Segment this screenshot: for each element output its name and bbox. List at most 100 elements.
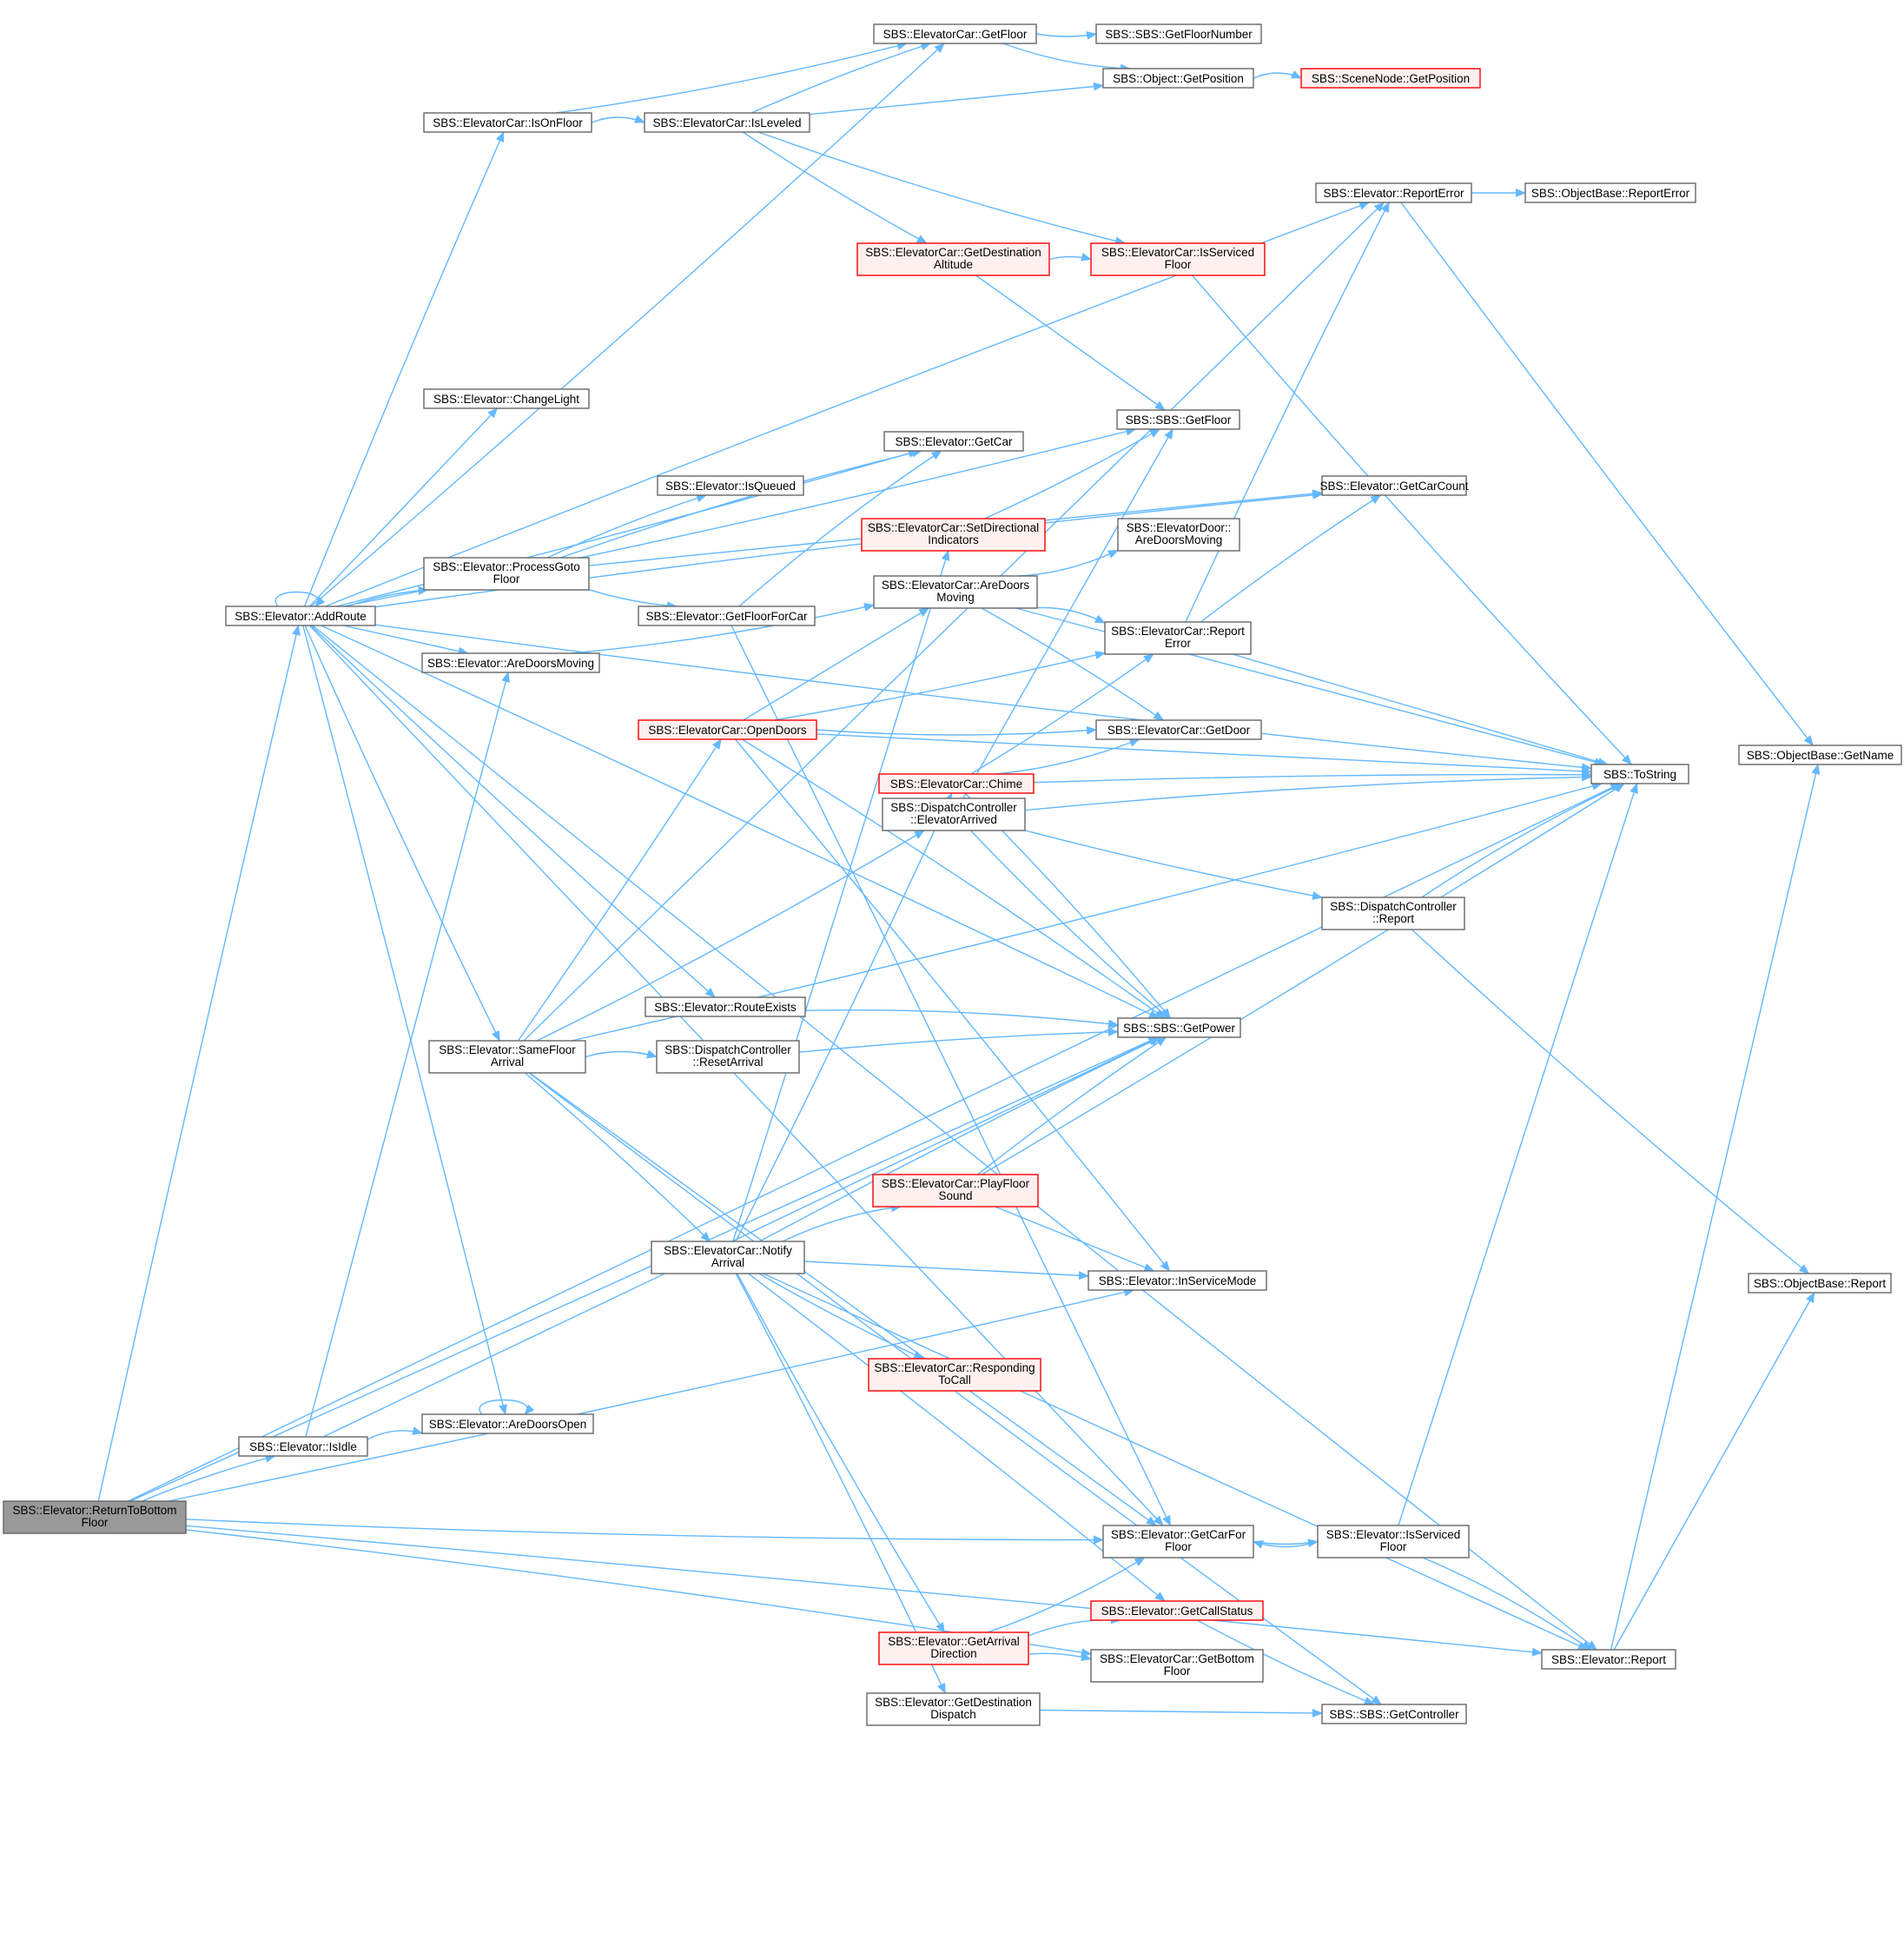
node-label: Arrival: [491, 1056, 524, 1069]
node-dcelevarrived[interactable]: SBS::DispatchController::ElevatorArrived: [882, 797, 1026, 831]
node-elevreporterror[interactable]: SBS::Elevator::ReportError: [1315, 182, 1472, 203]
edge-dcelevarrived-to-dcreport: [1024, 830, 1323, 900]
node-label: SBS::ElevatorCar::SetDirectional: [868, 521, 1039, 534]
node-resetarrival[interactable]: SBS::DispatchController::ResetArrival: [656, 1040, 800, 1074]
edge-opendoors-to-cargetdoor: [816, 725, 1097, 736]
node-label: SBS::Elevator::AreDoorsMoving: [427, 657, 594, 670]
node-cargetdoor[interactable]: SBS::ElevatorCar::GetDoor: [1095, 719, 1262, 740]
edge-samefloor-to-elevreporterror: [523, 202, 1385, 1042]
node-sbsgetfloor[interactable]: SBS::SBS::GetFloor: [1116, 409, 1240, 430]
node-tostring[interactable]: SBS::ToString: [1590, 764, 1689, 784]
edge-carreporterror-to-tostring: [1232, 653, 1609, 766]
node-routeexists[interactable]: SBS::Elevator::RouteExists: [645, 996, 806, 1017]
node-label: SBS::Elevator::GetArrival: [888, 1635, 1020, 1648]
edge-samefloor-to-dcelevarrived: [536, 830, 925, 1042]
edge-getarrivaldir-to-getcarforfloor: [987, 1557, 1146, 1633]
node-getcontroller[interactable]: SBS::SBS::GetController: [1321, 1704, 1467, 1724]
node-getcallstatus[interactable]: SBS::Elevator::GetCallStatus: [1090, 1600, 1264, 1621]
node-objbasegetname[interactable]: SBS::ObjectBase::GetName: [1738, 744, 1902, 765]
node-inservicemode[interactable]: SBS::Elevator::InServiceMode: [1088, 1270, 1267, 1291]
node-box: [1590, 764, 1689, 784]
node-label: ToCall: [938, 1373, 971, 1386]
node-box: [1090, 242, 1266, 276]
node-label: SBS::ElevatorCar::GetBottom: [1100, 1652, 1254, 1665]
edge-elevreporterror-to-objbasegetname: [1400, 202, 1814, 746]
edge-routeexists-to-getpower: [804, 1009, 1119, 1029]
node-label: SBS::DispatchController: [890, 801, 1017, 814]
edge-addroute-to-processgoto: [347, 586, 429, 607]
node-carfloor[interactable]: SBS::ElevatorCar::GetFloor: [873, 23, 1037, 44]
edge-samefloor-to-getcarforfloor: [529, 1072, 1157, 1526]
node-box: [1321, 897, 1465, 930]
edge-getarrivaldir-to-getbottomfloor: [1028, 1652, 1092, 1662]
edge-rtb-to-inservicemode: [168, 1287, 1135, 1502]
node-objbasereport[interactable]: SBS::ObjectBase::Report: [1748, 1273, 1892, 1294]
node-opendoors[interactable]: SBS::ElevatorCar::OpenDoors: [638, 719, 817, 740]
node-label: SBS::Elevator::GetDestination: [875, 1696, 1032, 1709]
node-isonfloor[interactable]: SBS::ElevatorCar::IsOnFloor: [423, 112, 592, 133]
node-cararedoors[interactable]: SBS::ElevatorCar::AreDoorsMoving: [873, 575, 1038, 609]
edge-playfloorsound-to-tostring: [982, 783, 1625, 1175]
node-getfloornumber[interactable]: SBS::SBS::GetFloorNumber: [1095, 23, 1262, 44]
node-label: SBS::Elevator::InServiceMode: [1099, 1274, 1257, 1287]
node-addroute[interactable]: SBS::Elevator::AddRoute: [225, 606, 376, 626]
node-box: [1524, 182, 1696, 203]
node-aredoorsopen[interactable]: SBS::Elevator::AreDoorsOpen: [421, 1413, 594, 1434]
node-box: [868, 1358, 1041, 1392]
node-setdirind[interactable]: SBS::ElevatorCar::SetDirectionalIndicato…: [861, 518, 1046, 552]
node-getcarcount[interactable]: SBS::Elevator::GetCarCount: [1319, 475, 1469, 496]
node-box: [1095, 23, 1262, 44]
node-objbasereporterror[interactable]: SBS::ObjectBase::ReportError: [1524, 182, 1696, 203]
node-carreporterror[interactable]: SBS::ElevatorCar::ReportError: [1104, 621, 1252, 655]
node-chime[interactable]: SBS::ElevatorCar::Chime: [878, 773, 1035, 794]
edge-resetarrival-to-getpower: [798, 1027, 1119, 1053]
node-elevdoorsmoving[interactable]: SBS::ElevatorDoor::AreDoorsMoving: [1117, 518, 1240, 552]
node-box: [1738, 744, 1902, 765]
edge-isidle-to-getpower: [322, 1036, 1160, 1438]
node-elevreport[interactable]: SBS::Elevator::Report: [1541, 1649, 1676, 1670]
node-label: SBS::ObjectBase::GetName: [1747, 749, 1894, 762]
node-changelight[interactable]: SBS::Elevator::ChangeLight: [423, 388, 590, 409]
edge-chime-to-carreporterror: [970, 653, 1154, 775]
node-label: SBS::Elevator::GetFloorForCar: [645, 610, 808, 623]
node-objgetposition[interactable]: SBS::Object::GetPosition: [1102, 68, 1254, 89]
node-box: [873, 23, 1037, 44]
node-dcreport[interactable]: SBS::DispatchController::Report: [1321, 897, 1465, 930]
node-label: SBS::Elevator::AreDoorsOpen: [429, 1418, 587, 1431]
node-getcar[interactable]: SBS::Elevator::GetCar: [883, 431, 1024, 452]
node-box: [644, 112, 810, 133]
node-elevaredoors[interactable]: SBS::Elevator::AreDoorsMoving: [421, 652, 600, 673]
edge-rtb-to-getpower: [129, 1036, 1160, 1502]
node-isleveled[interactable]: SBS::ElevatorCar::IsLeveled: [644, 112, 810, 133]
edge-aredoorsopen-to-aredoorsopen: [479, 1399, 535, 1415]
node-scenenodepos[interactable]: SBS::SceneNode::GetPosition: [1300, 68, 1481, 89]
node-isidle[interactable]: SBS::Elevator::IsIdle: [238, 1436, 368, 1457]
edge-opendoors-to-getpower: [741, 738, 1166, 1019]
node-isqueued[interactable]: SBS::Elevator::IsQueued: [657, 475, 804, 496]
node-label: SBS::Elevator::IsServiced: [1326, 1528, 1461, 1541]
node-label: SBS::ToString: [1603, 768, 1676, 781]
node-label: SBS::Elevator::ReturnToBottom: [12, 1504, 176, 1517]
node-label: SBS::Elevator::GetCarFor: [1111, 1528, 1246, 1541]
node-getfloorforcar[interactable]: SBS::Elevator::GetFloorForCar: [638, 606, 816, 626]
edge-addroute-to-tostring: [374, 624, 1592, 772]
edge-isleveled-to-objgetposition: [809, 82, 1104, 116]
edge-cararedoors-to-tostring: [1015, 607, 1605, 767]
node-getpower[interactable]: SBS::SBS::GetPower: [1117, 1017, 1241, 1038]
node-box: [238, 1436, 368, 1457]
node-box: [878, 1631, 1029, 1665]
node-label: SBS::SBS::GetController: [1329, 1708, 1459, 1721]
